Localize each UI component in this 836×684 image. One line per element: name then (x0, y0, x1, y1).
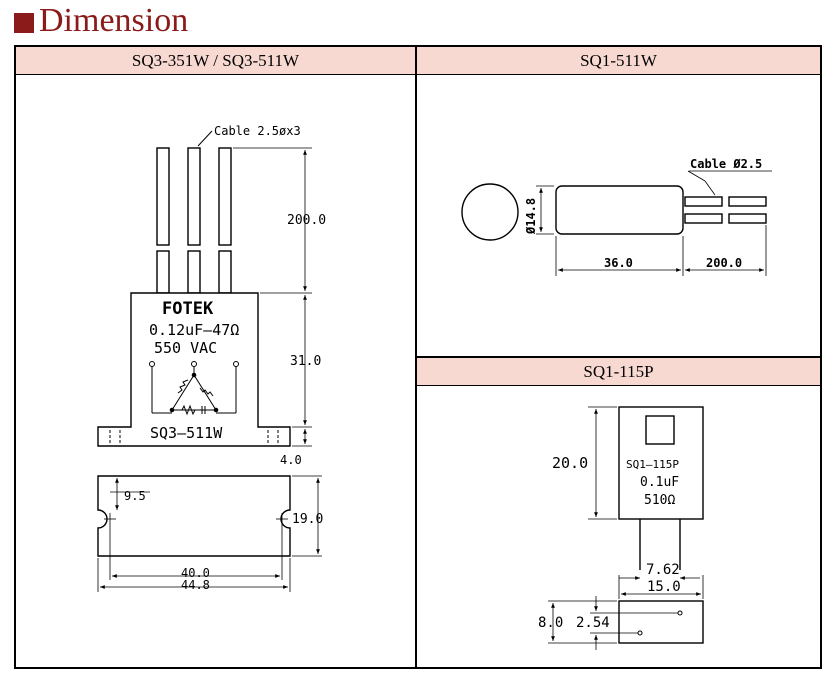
sq3-labels: Cable 2.5øx3 200.0 31.0 4.0 9.5 19.0 40.… (124, 124, 326, 592)
sq3-dim-44-8: 44.8 (181, 578, 210, 592)
title-square-icon (14, 13, 34, 33)
sq1-115p-dim-15: 15.0 (647, 579, 681, 595)
sq1-115p-pin-dots (637, 610, 683, 636)
sq1-115p-dim-20: 20.0 (552, 454, 588, 472)
sq3-bottom-view (97, 475, 291, 557)
page-title-text: Dimension (39, 2, 189, 39)
sq1-511w-cables (684, 196, 767, 224)
sq3-dim-40: 40.0 (181, 566, 210, 580)
sq1-115p-res-label: 510Ω (644, 493, 675, 508)
panel-header-sq3: SQ3-351W / SQ3-511W (16, 47, 415, 75)
horizontal-divider (417, 356, 820, 358)
sq1-115p-labels: 20.0 SQ1–115P 0.1uF 510Ω 7.62 15.0 8.0 2… (538, 454, 681, 631)
sq3-cable-label: Cable 2.5øx3 (214, 124, 301, 138)
sq3-circuit-symbol (149, 361, 239, 416)
vertical-divider (415, 47, 417, 667)
sq1-115p-body (618, 406, 704, 520)
sq1-511w-labels: Cable Ø2.5 Ø14.8 36.0 200.0 (524, 157, 762, 270)
sq1-511w-dimension-lines (536, 170, 772, 276)
sq3-drawing (97, 130, 322, 592)
sq3-dim-200: 200.0 (287, 213, 326, 228)
sq1-115p-drawing (548, 406, 704, 650)
sq1-115p-bottom-view (618, 600, 704, 644)
sq3-dim-19: 19.0 (292, 512, 323, 527)
sq3-dimension-lines (97, 147, 322, 592)
sq3-model-label: SQ3–511W (150, 424, 223, 442)
sq1-511w-dim-200: 200.0 (706, 256, 742, 270)
sq1-511w-end-view (461, 183, 519, 241)
sq1-115p-cap-label: 0.1uF (640, 475, 679, 490)
sq1-115p-model-label: SQ1–115P (626, 458, 679, 471)
sq1-115p-dim-7-62: 7.62 (646, 562, 680, 578)
sq1-511w-dim-36: 36.0 (604, 256, 633, 270)
sq1-115p-dim-8: 8.0 (538, 615, 563, 631)
sq1-115p-dim-2-54: 2.54 (576, 615, 610, 631)
sq3-spec-line2: 550 VAC (154, 339, 217, 357)
dimension-frame: SQ3-351W / SQ3-511W SQ1-511W SQ1-115P (14, 45, 822, 669)
sq1-511w-body (555, 185, 684, 235)
sq3-spec-line1: 0.12uF–47Ω (149, 321, 239, 339)
sq3-dim-4: 4.0 (280, 453, 302, 467)
panel-header-sq1-511w: SQ1-511W (417, 47, 820, 75)
sq3-dim-9-5: 9.5 (124, 489, 146, 503)
sq3-dim-31: 31.0 (290, 354, 321, 369)
page-title: Dimension (14, 2, 188, 40)
sq1-511w-cable-label: Cable Ø2.5 (690, 157, 762, 171)
sq3-cables (156, 147, 232, 294)
panel-header-sq1-115p: SQ1-115P (417, 358, 820, 386)
sq1-511w-drawing (461, 170, 772, 276)
sq1-511w-dia-label: Ø14.8 (524, 198, 538, 235)
fotek-logo: FOTEK (162, 299, 214, 319)
sq1-115p-dimension-lines (548, 406, 704, 650)
sq1-115p-mounting-square (645, 415, 675, 445)
